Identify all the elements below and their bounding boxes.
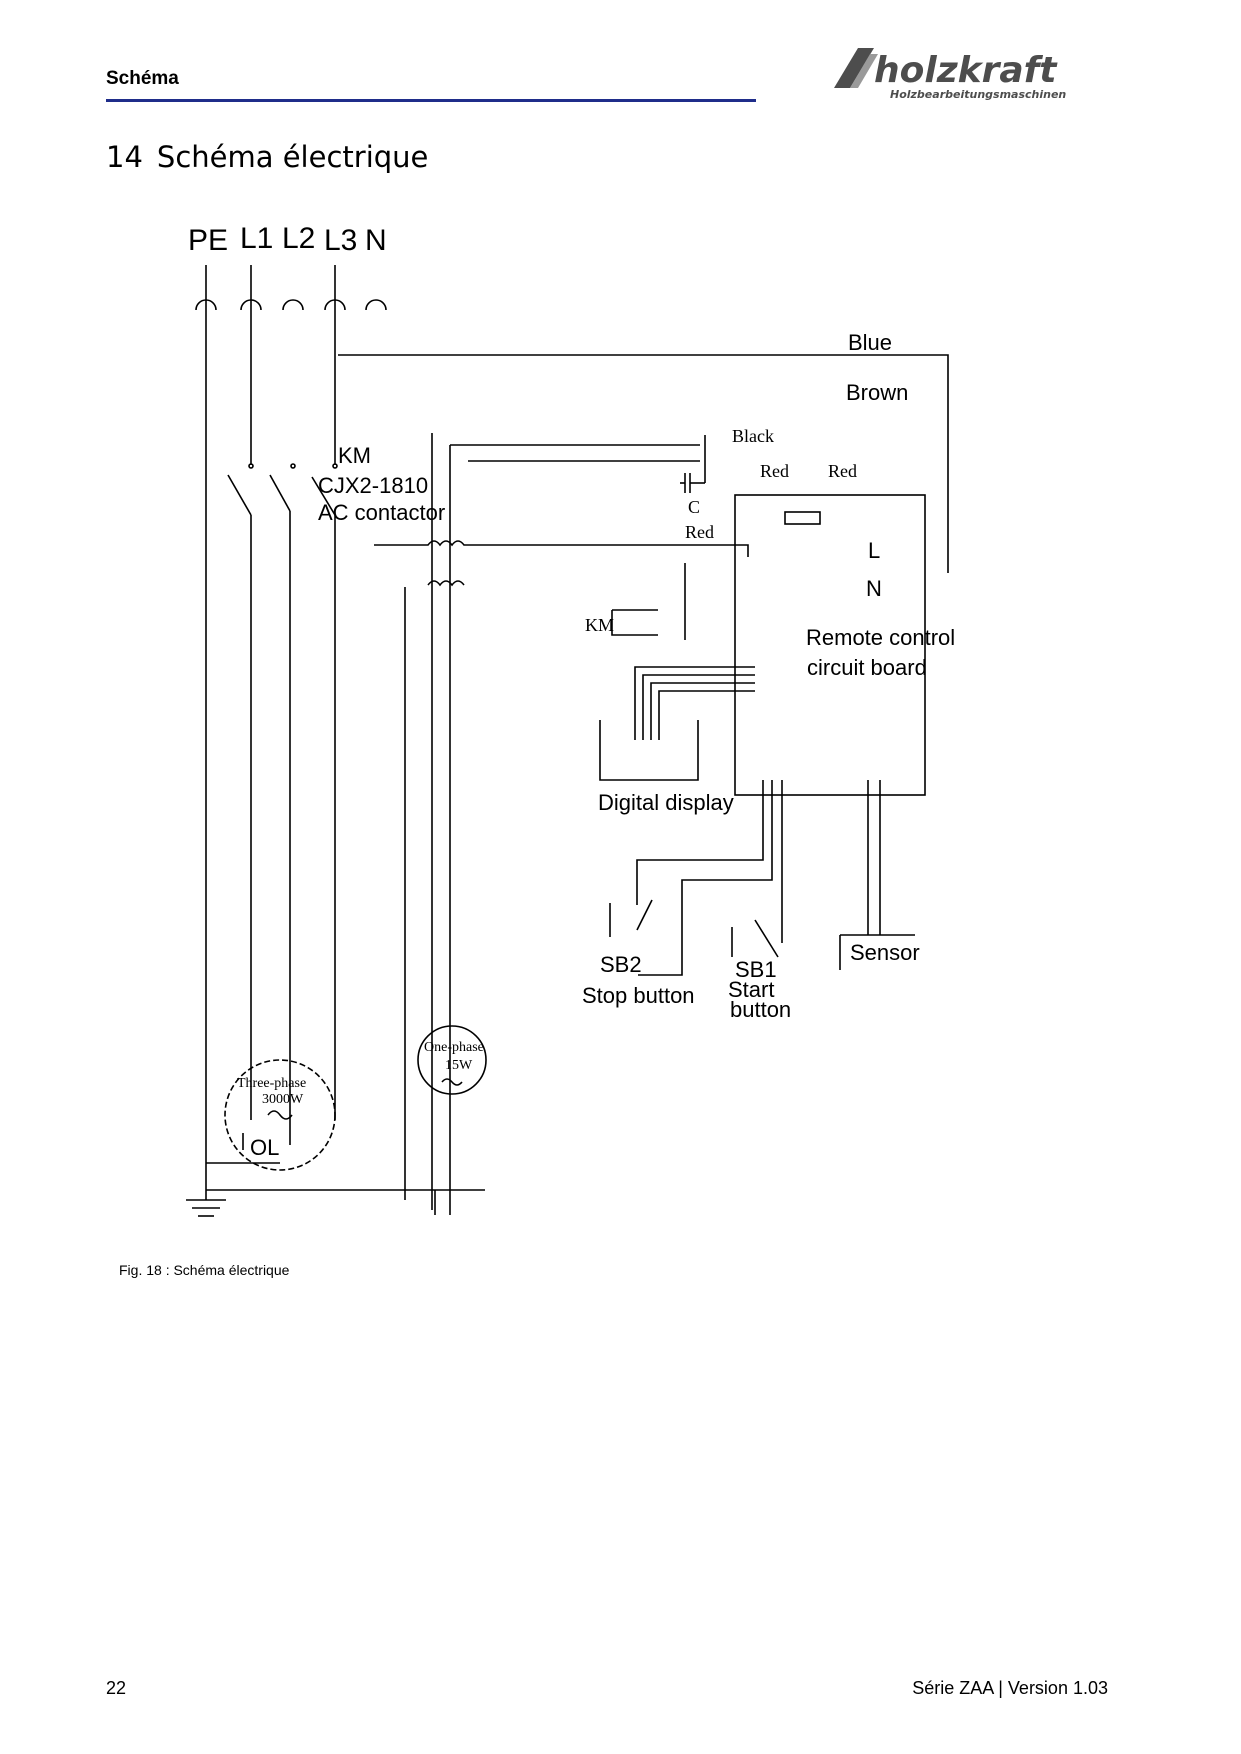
header-rule [106,99,756,102]
sb1-code: SB1 [735,957,777,982]
board-n-label: N [866,576,882,601]
start-button-line1: Start [728,977,774,1002]
wire-blue-label: Blue [848,330,892,355]
start-button-line2: button [730,997,791,1022]
figure-caption: Fig. 18 : Schéma électrique [119,1262,290,1278]
terminal-l2: L2 [282,222,315,255]
stop-button-label: Stop button [582,983,695,1008]
contactor-switches [227,463,338,516]
display-wires [634,666,755,740]
section-heading: 14 Schéma électrique [106,140,428,174]
board-connector [784,511,821,525]
ac-wave-small-icon [441,1078,463,1086]
header-section-title: Schéma [106,68,179,89]
board-label-line2: circuit board [807,655,927,680]
contactor-type: AC contactor [318,500,445,525]
ac-wave-icon [267,1110,293,1120]
sb2-code: SB2 [600,952,642,977]
wire-red-label-2: Red [828,461,857,481]
one-phase-motor [417,1025,487,1095]
page-number: 22 [106,1678,127,1698]
stop-return-wire [638,780,773,976]
coil-turns [427,580,465,587]
contactor-model: CJX2-1810 [318,473,428,498]
terminal-arcs [195,299,387,311]
red-coil-wire [374,540,749,557]
coil-label: KM [585,615,614,635]
motor-main-type: Three-phase [237,1076,306,1091]
footer-version: Série ZAA | Version 1.03 [912,1678,1108,1698]
overload-label: OL [250,1135,279,1160]
digital-display-label: Digital display [598,790,734,815]
digital-display [599,720,699,781]
ground-symbol [186,1199,226,1217]
holzkraft-logo: holzkraft Holzbearbeitungsmaschinen [830,44,1120,102]
terminal-pe: PE [188,224,228,257]
board-label-line1: Remote control [806,625,955,650]
wire-red-label-1: Red [760,461,789,481]
blue-wire [338,354,949,573]
board-l-label: L [868,538,880,563]
wire-brown-label: Brown [846,380,908,405]
terminal-l3: L3 [324,224,357,257]
stop-wire [636,780,764,905]
section-number: 14 [106,140,143,174]
wiring-diagram: PE L1 L2 L3 N [140,215,1080,1255]
motor-small-power: 15W [445,1058,473,1073]
contactor-code: KM [338,443,371,468]
wire-red-label-3: Red [685,522,714,542]
terminal-l1: L1 [240,222,273,255]
sensor-label: Sensor [850,940,920,965]
wiring-diagram-svg: PE L1 L2 L3 N [186,222,955,1217]
motor-main-power: 3000W [262,1092,304,1107]
capacitor-symbol [680,435,706,493]
logo-wordmark: holzkraft [874,50,1058,91]
capacitor-label: C [688,497,700,517]
terminal-n: N [365,224,387,257]
logo-tagline: Holzbearbeitungsmaschinen [890,88,1066,101]
remote-control-board [734,494,926,796]
logo-mark-icon [834,48,874,88]
three-phase-motor [224,1059,336,1171]
km-coil [611,609,658,636]
wire-black-label: Black [732,426,774,446]
motor-small-type: One-phase [424,1040,484,1055]
section-title: Schéma électrique [156,140,429,174]
